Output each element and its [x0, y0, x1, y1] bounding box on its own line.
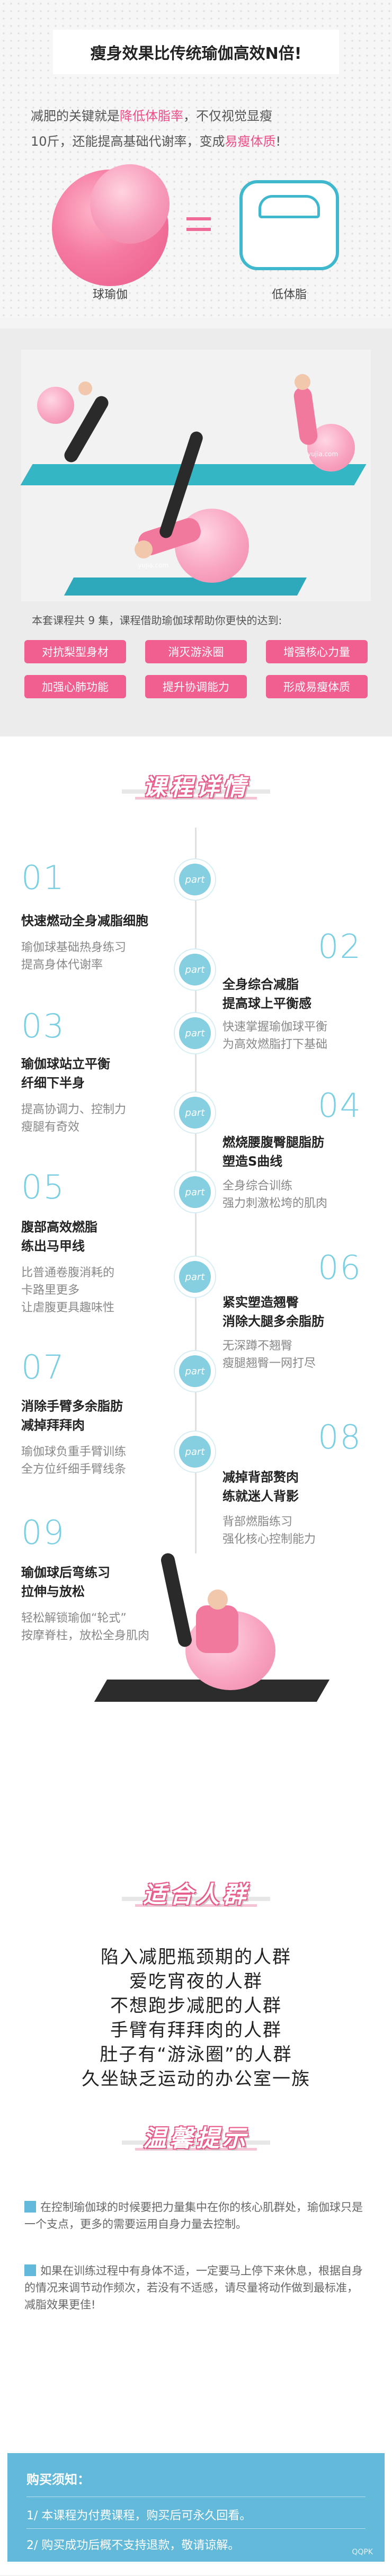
details-title: 课程详情 [143, 774, 249, 801]
yoga-photo: yujia.com yujia.com [20, 350, 371, 601]
purchase-item: 2/ 购买成功后概不支持退款，敬请谅解。 [26, 2539, 240, 2552]
info-section: 适合人群 陷入减肥瓶颈期的人群 爱吃宵夜的人群 不想跑步减肥的人群 手臂有拜拜肉… [0, 1860, 392, 2575]
person-head [78, 381, 92, 395]
audience-item: 陷入减肥瓶颈期的人群 [101, 1947, 291, 1968]
part-title: 紧实塑造翘臀消除大腿多余脂肪 [222, 1295, 324, 1329]
part-node[interactable]: part [179, 1261, 211, 1293]
part-number: 08 [318, 1418, 362, 1456]
part-title: 减掉背部赘肉练就迷人背影 [222, 1470, 299, 1504]
benefits-section: yujia.com yujia.com 本套课程共 9 集，课程借助瑜伽球帮助你… [0, 328, 392, 736]
part-number: 04 [318, 1086, 362, 1125]
audience-item: 不想跑步减肥的人群 [110, 1995, 282, 2017]
part-number: 01 [21, 858, 65, 897]
part-title: 消除手臂多余脂肪减掉拜拜肉 [21, 1399, 123, 1433]
person-figure-4 [196, 1605, 238, 1653]
audience-title: 适合人群 [143, 1881, 249, 1908]
part-title: 腹部高效燃脂练出马甲线 [21, 1220, 97, 1254]
equals-icon [186, 217, 211, 238]
part-number: 09 [21, 1513, 65, 1552]
section-heading: 适合人群 [0, 1865, 392, 1929]
person-head-3 [135, 540, 153, 558]
hero-title: 瘦身效果比传统瑜伽高效N倍! [53, 30, 339, 74]
benefit-tag: 对抗梨型身材 [24, 640, 126, 663]
person-head-2 [295, 374, 310, 390]
benefit-tag: 加强心肺功能 [24, 675, 126, 698]
part-desc: 背部燃脂练习强化核心控制能力 [222, 1515, 316, 1546]
part-node[interactable]: part [179, 1355, 211, 1387]
scale-icon [239, 180, 339, 270]
part-node[interactable]: part [179, 1097, 211, 1129]
held-ball-icon [37, 387, 74, 424]
intro-text-1: 减肥的关键就是 [31, 109, 120, 123]
person-head-4 [208, 1589, 228, 1610]
part-node[interactable]: part [179, 1176, 211, 1208]
purchase-title: 购买须知： [26, 2472, 90, 2487]
part-desc: 提高协调力、控制力瘦腿有奇效 [21, 1103, 127, 1134]
intro-text-2: ，不仅视觉显瘦 [183, 109, 272, 123]
backbend-photo [90, 1542, 330, 1703]
benefit-tag: 消灭游泳圈 [145, 640, 247, 663]
part-desc: 全身综合训练强力刺激松垮的肌肉 [222, 1179, 328, 1210]
part-title: 瑜伽球站立平衡纤细下半身 [21, 1056, 110, 1090]
tip-item: 如果在训练过程中有身体不适，一定要马上停下来休息，根据自身的情况来调节动作频次，… [24, 2264, 363, 2311]
part-number: 06 [318, 1248, 362, 1287]
part-number: 02 [318, 927, 362, 966]
intro-text-3: 10斤，还能提高基础代谢率，变成 [31, 134, 225, 149]
part-number: 03 [21, 1007, 65, 1045]
part-desc: 瑜伽球基础热身练习提高身体代谢率 [21, 941, 127, 972]
photo-watermark: yujia.com [307, 450, 338, 458]
part-node[interactable]: part [179, 954, 211, 985]
part-title: 全身综合减脂提高球上平衡感 [222, 977, 311, 1011]
intro-highlight-1: 降低体脂率 [120, 109, 183, 123]
part-desc: 快速掌握瑜伽球平衡为高效燃脂打下基础 [222, 1020, 328, 1051]
audience-item: 久坐缺乏运动的办公室一族 [82, 2068, 310, 2090]
part-node[interactable]: part [179, 1017, 211, 1049]
section-heading: 温馨提示 [0, 2109, 392, 2172]
part-title: 燃烧腰腹臀腿脂肪塑造S曲线 [222, 1135, 324, 1169]
photo-watermark-2: yujia.com [138, 562, 169, 569]
part-desc: 瑜伽球负重手臂训练全方位纤细手臂线条 [21, 1445, 127, 1476]
intro-highlight-2: 易瘦体质 [225, 134, 276, 149]
bullet-square-icon [24, 2264, 36, 2276]
course-description: 本套课程共 9 集，课程借助瑜伽球帮助你更快的达到: [32, 614, 282, 627]
yoga-ball-small-icon [90, 164, 170, 244]
hero-illustration [0, 37, 392, 318]
part-number: 05 [21, 1168, 65, 1206]
part-title: 快速燃动全身减脂细胞 [21, 913, 148, 928]
section-heading: 课程详情 [0, 758, 392, 821]
caption-ball-yoga: 球瑜伽 [92, 288, 128, 301]
watermark: QQPK [352, 2548, 373, 2556]
person-leg-2 [159, 1552, 193, 1648]
part-number: 07 [21, 1348, 65, 1387]
part-title: 瑜伽球后弯练习拉伸与放松 [21, 1565, 110, 1599]
course-details-section: 课程详情 01 part 快速燃动全身减脂细胞 瑜伽球基础热身练习提高身体代谢率… [0, 736, 392, 1860]
hero-intro: 减肥的关键就是降低体脂率，不仅视觉显瘦 10斤，还能提高基础代谢率，变成易瘦体质! [31, 103, 364, 154]
benefit-tag: 提升协调能力 [145, 675, 247, 698]
purchase-item: 1/ 本课程为付费课程，购买后可永久回看。 [26, 2509, 252, 2522]
intro-text-4: ! [275, 134, 281, 149]
yoga-mat-2 [64, 578, 307, 596]
part-desc: 无深蹲不翘臀瘦腿翘臀一网打尽 [222, 1339, 316, 1370]
hero-section: 瘦身效果比传统瑜伽高效N倍! 减肥的关键就是降低体脂率，不仅视觉显瘦 10斤，还能… [0, 0, 392, 318]
tip-item: 在控制瑜伽球的时候要把力量集中在你的核心肌群处，瑜伽球只是一个支点，更多的需要运… [24, 2201, 363, 2231]
part-desc: 比普通卷腹消耗的卡路里更多让虐腹更具趣味性 [21, 1266, 115, 1314]
benefit-tag: 增强核心力量 [266, 640, 368, 663]
bullet-square-icon [24, 2201, 36, 2213]
caption-low-fat: 低体脂 [271, 288, 307, 301]
part-node[interactable]: part [179, 1436, 211, 1468]
audience-item: 肚子有“游泳圈”的人群 [100, 2044, 292, 2065]
tips-title: 温馨提示 [143, 2125, 249, 2152]
audience-item: 爱吃宵夜的人群 [129, 1971, 263, 1992]
audience-item: 手臂有拜拜肉的人群 [110, 2020, 282, 2041]
person-figure-2 [292, 386, 319, 446]
part-node[interactable]: part [179, 864, 211, 895]
part-desc: 轻松解锁瑜伽“轮式”按摩脊柱，放松全身肌肉 [21, 1612, 150, 1642]
purchase-notice: 购买须知： 1/ 本课程为付费课程，购买后可永久回看。 2/ 购买成功后概不支持… [7, 2453, 385, 2562]
benefit-tag: 形成易瘦体质 [266, 675, 368, 698]
